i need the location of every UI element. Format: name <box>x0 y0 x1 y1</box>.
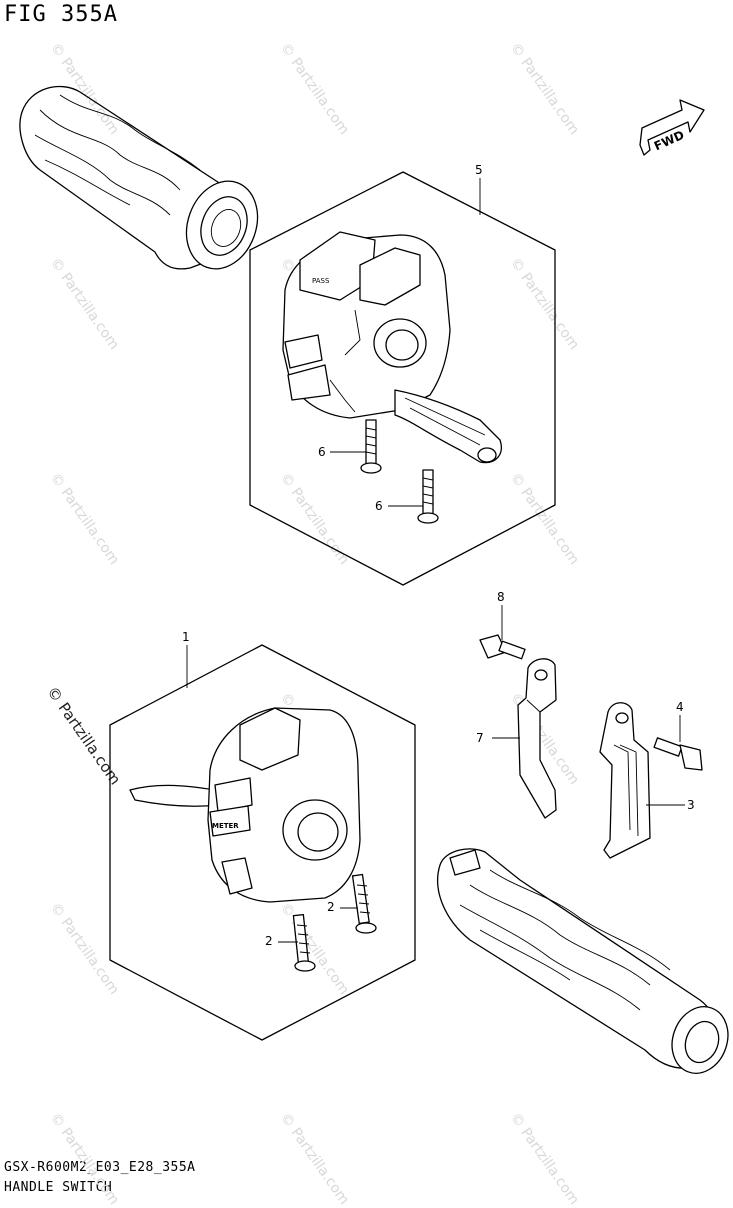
screw-2-right <box>351 873 377 934</box>
left-handle-switch: METER <box>129 707 361 903</box>
screw-6-lower <box>417 469 439 524</box>
bracket-7 <box>517 658 557 819</box>
callout-1: 1 <box>182 630 190 644</box>
callout-6: 6 <box>318 445 326 459</box>
bolt-4 <box>653 715 703 771</box>
callout-3: 3 <box>687 798 695 812</box>
bolt-8 <box>479 605 526 660</box>
bracket-3 <box>599 702 651 859</box>
callout-2: 2 <box>265 934 273 948</box>
callout-6: 6 <box>375 499 383 513</box>
figure-code: GSX-R600M2_E03_E28_355A <box>4 1160 196 1175</box>
figure-name: HANDLE SWITCH <box>4 1180 113 1195</box>
assembly-frame-5 <box>249 171 556 586</box>
callout-2: 2 <box>327 900 335 914</box>
callout-8: 8 <box>497 590 505 604</box>
callout-7: 7 <box>476 731 484 745</box>
right-handle-switch: PASS <box>282 231 502 464</box>
callout-5: 5 <box>475 163 483 177</box>
fwd-arrow-icon: FWD <box>639 99 705 156</box>
figure-title: FIG 355A <box>4 2 118 27</box>
assembly-frame-1 <box>109 644 416 1041</box>
svg-text:PASS: PASS <box>312 277 330 285</box>
left-grip <box>19 85 259 270</box>
right-grip <box>436 848 729 1074</box>
screw-2-left <box>292 913 316 972</box>
svg-text:METER: METER <box>212 822 239 830</box>
callout-4: 4 <box>676 700 684 714</box>
screw-6-upper <box>360 419 382 474</box>
